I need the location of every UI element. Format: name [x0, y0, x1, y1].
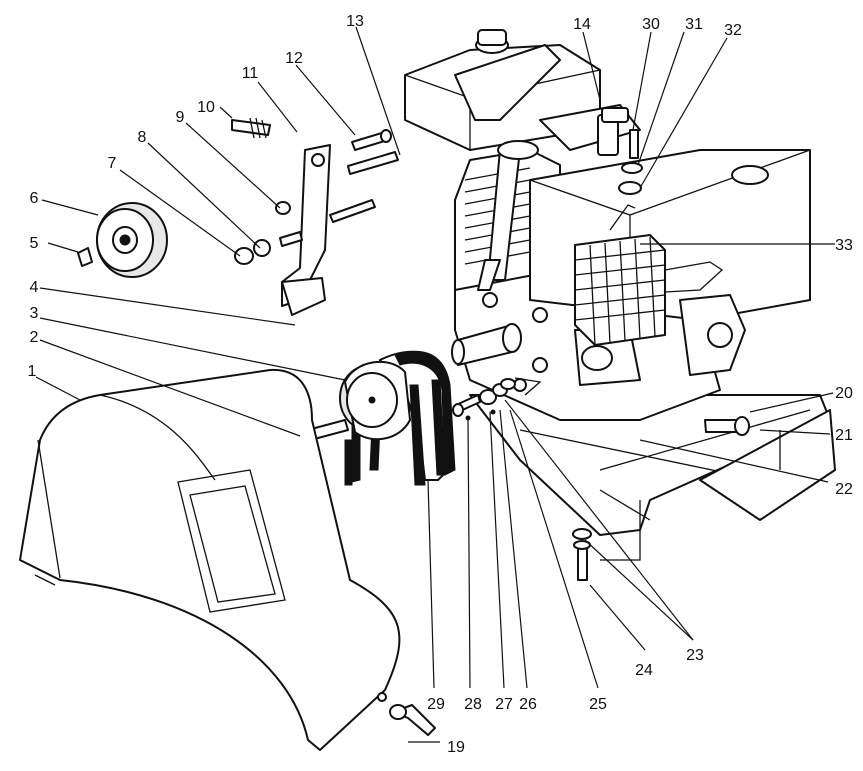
callout-19: 19 [447, 739, 465, 756]
callout-2: 2 [30, 329, 39, 346]
callout-8: 8 [138, 129, 147, 146]
bolts-25-28 [452, 377, 542, 421]
engine-pulley-and-belts [339, 350, 456, 486]
idler-pulley [77, 202, 168, 278]
callout-9: 9 [176, 109, 185, 126]
callout-13: 13 [346, 13, 364, 30]
callout-3: 3 [30, 305, 39, 322]
callout-10: 10 [197, 99, 215, 116]
callout-4: 4 [30, 279, 39, 296]
callout-29: 29 [427, 696, 445, 713]
callout-5: 5 [30, 235, 39, 252]
callout-11: 11 [242, 65, 259, 82]
callout-30: 30 [642, 16, 660, 33]
callout-27: 27 [495, 696, 513, 713]
callout-14: 14 [573, 16, 591, 33]
callout-31: 31 [685, 16, 703, 33]
fuel-tank [404, 29, 601, 151]
callout-labels: 1 2 3 4 5 6 7 8 9 10 11 12 13 14 19 20 2… [28, 13, 853, 756]
callout-23: 23 [686, 647, 704, 664]
bolt-23-24 [572, 528, 592, 581]
callout-22: 22 [835, 481, 853, 498]
callout-26: 26 [519, 696, 537, 713]
wire-guard-assembly [574, 204, 724, 346]
callout-1: 1 [28, 363, 37, 380]
callout-6: 6 [30, 190, 39, 207]
fastener-stack-30-32 [618, 129, 643, 195]
callout-24: 24 [635, 662, 653, 679]
callout-12: 12 [285, 50, 303, 67]
leader-lines [35, 26, 835, 743]
callout-28: 28 [464, 696, 482, 713]
frame-rails [469, 394, 836, 561]
idler-bracket [231, 117, 399, 316]
callout-21: 21 [835, 427, 853, 444]
belt-guard-cover [19, 368, 401, 751]
bolt-19 [389, 704, 436, 736]
callout-32: 32 [724, 22, 742, 39]
callout-25: 25 [589, 696, 607, 713]
bolt-20-21 [704, 416, 750, 436]
callout-33: 33 [835, 237, 853, 254]
callout-7: 7 [108, 155, 117, 172]
callout-20: 20 [835, 385, 853, 402]
